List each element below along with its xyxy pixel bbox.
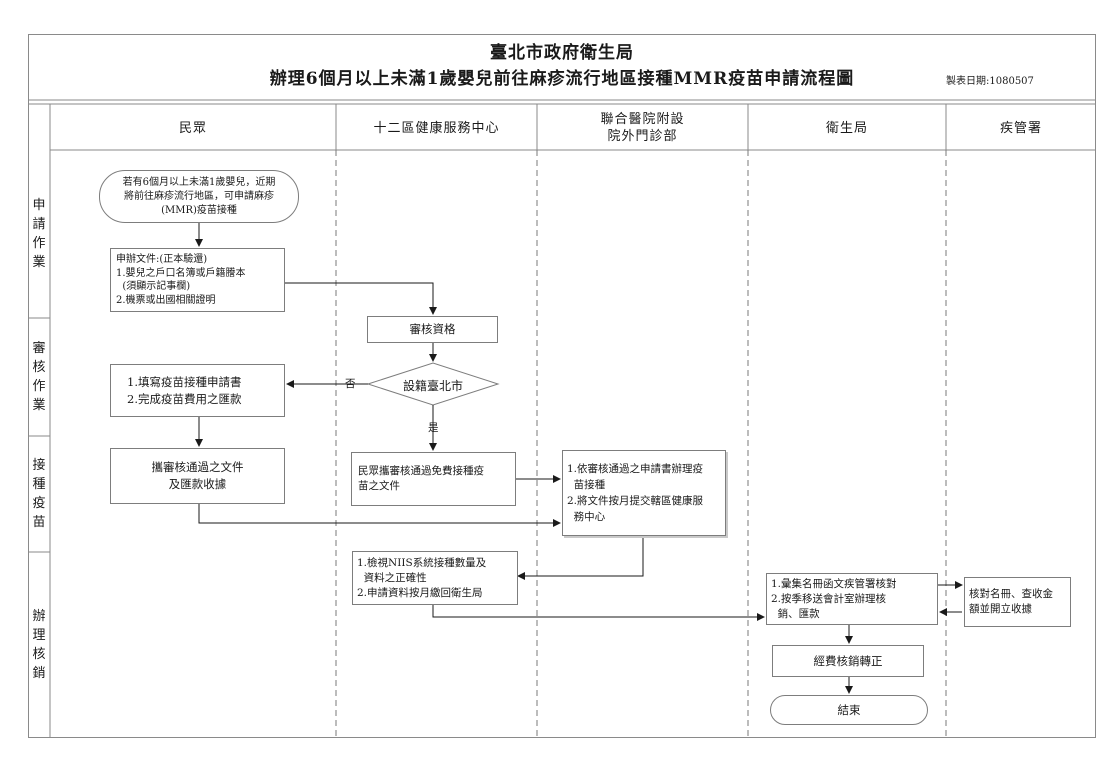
node-line: 將前往麻疹流行地區，可申請麻疹 bbox=[124, 190, 274, 202]
diagram-title: 辦理6個月以上未滿1歲嬰兒前往麻疹流行地區接種MMR疫苗申請流程圖 bbox=[269, 69, 855, 89]
diagram-frame bbox=[28, 34, 1096, 738]
node-line: 1.彙集名冊函文疾管署核對 bbox=[771, 577, 897, 590]
lane-label: 民眾 bbox=[178, 120, 207, 136]
phase-char: 作 bbox=[32, 379, 46, 394]
phase-char: 理 bbox=[32, 628, 46, 643]
node-line: 務中心 bbox=[567, 511, 606, 523]
niis-check-node: 1.檢視NIIS系統接種數量及 資料之正確性 2.申請資料按月繳回衛生局 bbox=[352, 551, 518, 605]
phase-char: 核 bbox=[32, 360, 46, 375]
phase-char: 申 bbox=[32, 198, 46, 213]
lane-header-health-bureau: 衛生局 bbox=[748, 107, 946, 149]
node-line: 銷、匯款 bbox=[771, 607, 820, 620]
phase-char: 審 bbox=[32, 341, 46, 356]
cdc-verify-node: 核對名冊、查收金 額並開立收據 bbox=[964, 577, 1071, 627]
phase-char: 請 bbox=[32, 217, 46, 232]
node-line: 經費核銷轉正 bbox=[813, 653, 883, 668]
phase-reimbursement: 辦 理 核 銷 bbox=[28, 552, 50, 738]
node-line: 2.將文件按月提交轄區健康服 bbox=[567, 495, 704, 507]
decision-taipei-residence: 設籍臺北市 bbox=[370, 370, 496, 400]
bureau-reconcile-node: 1.彙集名冊函文疾管署核對 2.按季移送會計室辦理核 銷、匯款 bbox=[766, 573, 938, 625]
node-line: 若有6個月以上未滿1歲嬰兒，近期 bbox=[122, 176, 276, 188]
phase-review: 審 核 作 業 bbox=[28, 318, 50, 436]
end-node: 結束 bbox=[770, 695, 928, 725]
clinic-vaccination-node: 1.依審核通過之申請書辦理疫 苗接種 2.將文件按月提交轄區健康服 務中心 bbox=[562, 450, 726, 536]
node-line: 苗接種 bbox=[567, 479, 606, 491]
phase-char: 疫 bbox=[32, 496, 46, 511]
phase-application: 申請作業 bbox=[28, 150, 50, 318]
phase-char: 業 bbox=[32, 255, 46, 270]
phase-char: 核 bbox=[32, 647, 46, 662]
phase-char: 作 bbox=[32, 236, 46, 251]
lane-header-hospital-clinic: 聯合醫院附設 院外門診部 bbox=[537, 107, 748, 149]
node-line: 1.檢視NIIS系統接種數量及 bbox=[357, 556, 487, 569]
fill-application-node: 1.填寫疫苗接種申請書 2.完成疫苗費用之匯款 bbox=[110, 364, 285, 417]
node-line: 審核資格 bbox=[409, 322, 456, 336]
decision-diamond-shape bbox=[366, 362, 500, 406]
funds-transfer-node: 經費核銷轉正 bbox=[772, 645, 924, 677]
node-line: 額並開立收據 bbox=[969, 603, 1032, 615]
node-line: 1.填寫疫苗接種申請書 bbox=[127, 374, 242, 389]
node-line: 2.申請資料按月繳回衛生局 bbox=[357, 586, 483, 599]
phase-char: 接 bbox=[32, 458, 46, 473]
review-eligibility-node: 審核資格 bbox=[367, 316, 498, 343]
node-line: 1.嬰兒之戶口名簿或戶籍謄本 bbox=[116, 267, 246, 279]
start-node: 若有6個月以上未滿1歲嬰兒，近期 將前往麻疹流行地區，可申請麻疹 (MMR)疫苗… bbox=[99, 170, 299, 223]
lane-label: 衛生局 bbox=[825, 120, 868, 136]
node-line: 2.機票或出國相關證明 bbox=[116, 294, 216, 306]
node-line: (須顯示記事欄) bbox=[116, 281, 191, 292]
free-vaccine-documents-node: 民眾攜審核通過免費接種疫 苗之文件 bbox=[351, 452, 516, 506]
bring-documents-node: 攜審核通過之文件 及匯款收據 bbox=[110, 448, 285, 504]
application-documents-node: 申辦文件:(正本驗還) 1.嬰兒之戶口名簿或戶籍謄本 (須顯示記事欄) 2.機票… bbox=[110, 248, 285, 312]
diagram-header: 臺北市政府衛生局 辦理6個月以上未滿1歲嬰兒前往麻疹流行地區接種MMR疫苗申請流… bbox=[28, 34, 1096, 100]
node-line: (MMR)疫苗接種 bbox=[161, 204, 237, 216]
phase-vaccination: 接 種 疫 苗 bbox=[28, 436, 50, 552]
lane-label: 十二區健康服務中心 bbox=[373, 120, 500, 136]
node-line: 核對名冊、查收金 bbox=[969, 588, 1053, 600]
lane-label-line-1: 聯合醫院附設 bbox=[600, 112, 685, 127]
node-line: 2.完成疫苗費用之匯款 bbox=[127, 391, 242, 406]
phase-char: 辦 bbox=[32, 609, 46, 624]
node-line: 1.依審核通過之申請書辦理疫 bbox=[567, 463, 704, 475]
node-line: 及匯款收據 bbox=[168, 477, 227, 491]
node-line: 資料之正確性 bbox=[357, 571, 427, 584]
node-line: 設籍臺北市 bbox=[402, 378, 463, 393]
node-line: 攜審核通過之文件 bbox=[151, 460, 244, 474]
node-line: 申辦文件:(正本驗還) bbox=[116, 254, 208, 265]
phase-char: 苗 bbox=[32, 515, 46, 530]
node-line: 民眾攜審核通過免費接種疫 bbox=[358, 465, 484, 477]
lane-header-cdc: 疾管署 bbox=[946, 107, 1096, 149]
lane-label-line-2: 院外門診部 bbox=[607, 129, 678, 144]
phase-char: 種 bbox=[32, 477, 46, 492]
edge-label-no: 否 bbox=[345, 378, 356, 390]
phase-char: 銷 bbox=[32, 666, 46, 681]
node-line: 結束 bbox=[837, 702, 861, 717]
node-line: 2.按季移送會計室辦理核 bbox=[771, 592, 887, 605]
lane-label: 疾管署 bbox=[999, 120, 1042, 136]
table-date: 製表日期:1080507 bbox=[946, 76, 1034, 87]
node-line: 苗之文件 bbox=[358, 480, 400, 492]
lane-header-public: 民眾 bbox=[50, 107, 336, 149]
edge-label-yes: 是 bbox=[428, 422, 439, 434]
agency-title: 臺北市政府衛生局 bbox=[490, 43, 634, 63]
lane-header-health-centers: 十二區健康服務中心 bbox=[336, 107, 537, 149]
phase-char: 業 bbox=[32, 398, 46, 413]
